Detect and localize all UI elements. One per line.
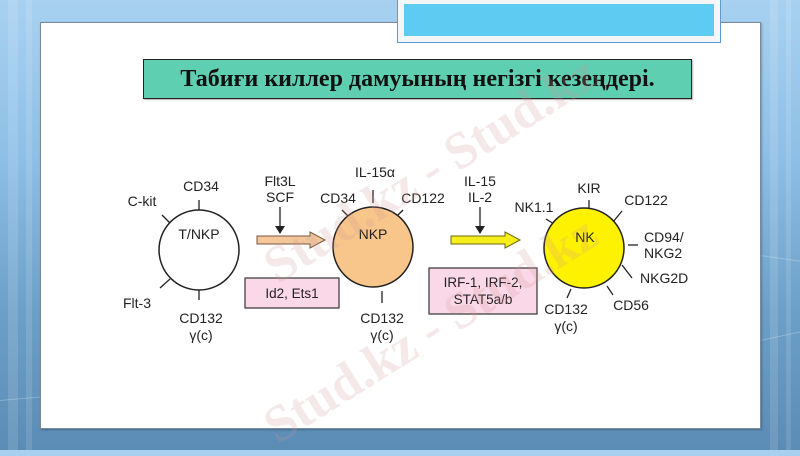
slide-title-text: Табиғи киллер дамуының негізгі кезеңдері…: [180, 65, 655, 92]
marker-label: Flt-3: [123, 295, 151, 311]
signal-label: Flt3L: [264, 173, 295, 189]
signal-label: SCF: [266, 189, 294, 205]
background-stripe: [26, 0, 32, 450]
background-stripe: [786, 0, 791, 450]
cell-label: T/NKP: [178, 226, 219, 242]
down-arrow-icon: [475, 226, 485, 234]
marker-label: CD132: [179, 310, 223, 326]
marker-label: CD34: [183, 178, 219, 194]
cell-tnkp: T/NKP C-kit CD34 Flt-3 CD132 γ(c): [123, 178, 240, 343]
arrow-right-icon: [450, 231, 522, 249]
nk-circle: [543, 207, 625, 289]
cell-label: NK: [575, 229, 595, 245]
marker-label: KIR: [577, 180, 600, 196]
cell-nk: NK NK1.1 KIR CD122 CD94/ NKG2 NKG2D CD56…: [515, 180, 689, 334]
cell-label: NKP: [359, 226, 388, 242]
background-stripe: [8, 0, 18, 450]
arrow-right-icon: [256, 231, 327, 249]
marker-label: NKG2: [644, 245, 682, 261]
marker-label: C-kit: [128, 193, 157, 209]
marker-label: γ(c): [189, 327, 212, 343]
signal-label: IL-15: [464, 173, 496, 189]
marker-label: NKG2D: [640, 270, 688, 286]
marker-label: CD34: [320, 190, 356, 206]
transition-2: IL-15 IL-2 IRF-1, IRF-2, STAT5a/b: [428, 173, 538, 315]
marker-label: γ(c): [554, 318, 577, 334]
tnkp-circle: [158, 209, 240, 291]
marker-label: CD132: [360, 310, 404, 326]
marker-label: γ(c): [370, 327, 393, 343]
header-box: [397, 0, 721, 43]
signal-label: IL-2: [468, 189, 492, 205]
slide-title: Табиғи киллер дамуының негізгі кезеңдері…: [143, 59, 692, 99]
marker-label: NK1.1: [515, 199, 554, 215]
marker-label: IL-15α: [355, 164, 395, 180]
factor-box: [428, 267, 538, 315]
marker-label: CD122: [624, 192, 668, 208]
factor-label: Id2, Ets1: [265, 286, 318, 301]
marker-label: CD122: [401, 190, 445, 206]
factor-label: IRF-1, IRF-2,: [444, 275, 523, 290]
marker-label: CD94/: [644, 229, 684, 245]
transition-1: Flt3L SCF Id2, Ets1: [244, 173, 340, 309]
marker-label: CD132: [544, 301, 588, 317]
factor-label: STAT5a/b: [454, 292, 513, 307]
nkp-circle: [332, 206, 414, 288]
down-arrow-icon: [275, 226, 285, 234]
cell-nkp: NKP IL-15α CD34 CD122 CD132 γ(c): [320, 164, 445, 343]
factor-box: [244, 277, 340, 309]
background-stripe: [770, 0, 778, 450]
marker-label: CD56: [613, 297, 649, 313]
